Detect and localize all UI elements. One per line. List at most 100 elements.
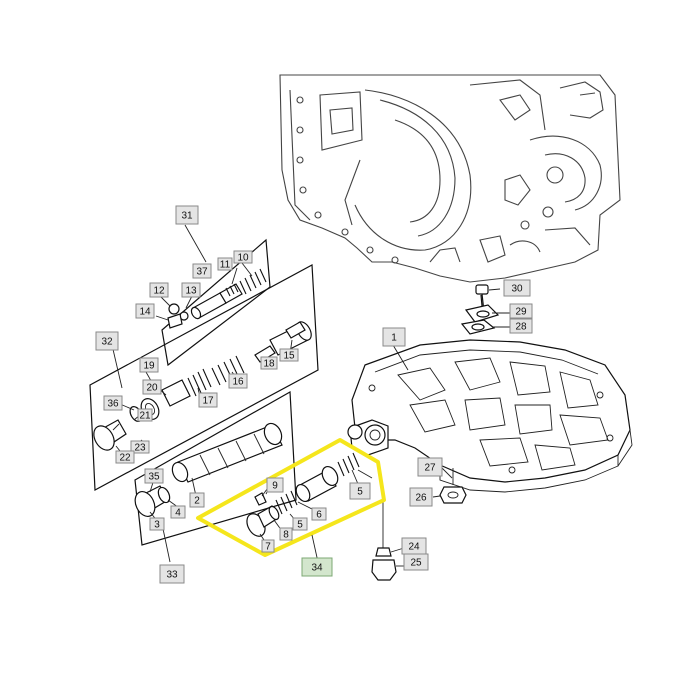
- callout-14: 14: [135, 303, 155, 319]
- callout-box: [130, 440, 150, 454]
- callout-box: [279, 527, 293, 541]
- callout-box: [403, 553, 429, 571]
- callout-9: 9: [266, 477, 284, 493]
- callout-box: [144, 468, 164, 484]
- callout-box: [261, 539, 275, 553]
- callout-box: [135, 303, 155, 319]
- callout-26: 26: [409, 487, 433, 507]
- callout-box: [103, 395, 123, 411]
- callout-10: 10: [233, 250, 253, 264]
- callout-box: [409, 487, 433, 507]
- callout-number: 36: [107, 399, 119, 410]
- callout-5b: 5: [292, 517, 308, 531]
- callout-15: 15: [279, 348, 299, 362]
- callout-number: 26: [415, 493, 427, 504]
- transmission-housing: [279, 74, 621, 283]
- callout-29: 29: [509, 303, 533, 319]
- callout-number: 14: [139, 307, 151, 318]
- callout-box: [260, 356, 278, 370]
- callout-number: 31: [181, 211, 193, 222]
- callout-34: 34: [301, 557, 333, 577]
- callout-27: 27: [417, 457, 443, 477]
- callout-number: 33: [166, 570, 178, 581]
- callout-number: 23: [134, 443, 146, 454]
- callout-number: 7: [265, 542, 271, 553]
- callout-number: 21: [139, 411, 151, 422]
- callout-number: 20: [146, 383, 158, 394]
- nut-assembly: [432, 466, 467, 504]
- spring-16: [211, 355, 245, 386]
- callout-box: [301, 557, 333, 577]
- callout-box: [170, 505, 186, 519]
- callout-number: 9: [272, 481, 278, 492]
- callout-number: 22: [119, 453, 131, 464]
- callout-2: 2: [189, 492, 205, 508]
- plug-assembly: [371, 500, 405, 581]
- callout-21: 21: [137, 408, 153, 422]
- callout-box: [181, 282, 201, 298]
- callout-18: 18: [260, 356, 278, 370]
- callout-13: 13: [181, 282, 201, 298]
- callout-number: 17: [202, 396, 214, 407]
- callout-32: 32: [95, 331, 119, 351]
- callout-20: 20: [142, 379, 162, 395]
- callout-number: 13: [185, 286, 197, 297]
- callout-19: 19: [139, 357, 159, 373]
- callout-number: 12: [153, 286, 165, 297]
- spring-6: [275, 490, 298, 515]
- callout-box: [139, 357, 159, 373]
- callout-4: 4: [170, 505, 186, 519]
- plug-3-4: [134, 485, 171, 517]
- callout-box: [175, 205, 199, 225]
- callout-box: [279, 348, 299, 362]
- bolt-assembly-top: [460, 284, 510, 335]
- callout-17: 17: [198, 392, 218, 408]
- callout-36: 36: [103, 395, 123, 411]
- callout-number: 34: [311, 563, 323, 574]
- callout-number: 2: [194, 496, 200, 507]
- callout-box: [192, 263, 212, 279]
- small-spring-11: [225, 283, 239, 297]
- callout-5a: 5: [349, 482, 371, 500]
- spring-5: [337, 452, 360, 477]
- callout-box: [417, 457, 443, 477]
- callout-box: [142, 379, 162, 395]
- callout-37: 37: [192, 263, 212, 279]
- callout-number: 8: [283, 530, 289, 541]
- callout-number: 6: [316, 510, 322, 521]
- callout-12: 12: [149, 282, 169, 298]
- callout-7: 7: [261, 539, 275, 553]
- callout-number: 25: [410, 558, 422, 569]
- callout-number: 16: [232, 377, 244, 388]
- spool-18-15: [254, 321, 312, 363]
- callout-box: [228, 373, 248, 389]
- spool-2: [171, 422, 283, 483]
- callout-number: 1: [391, 333, 397, 344]
- callout-number: 37: [196, 267, 208, 278]
- callout-number: 30: [511, 284, 523, 295]
- callout-28: 28: [509, 318, 533, 334]
- callout-11: 11: [217, 257, 233, 271]
- spool-5: [295, 465, 339, 503]
- callout-box: [503, 279, 531, 297]
- callout-25: 25: [403, 553, 429, 571]
- callout-box: [382, 327, 406, 347]
- callout-box: [149, 282, 169, 298]
- callout-number: 10: [237, 253, 249, 264]
- callout-box: [292, 517, 308, 531]
- kit-panel-31: [161, 224, 271, 367]
- callout-number: 5: [357, 487, 363, 498]
- callout-number: 19: [143, 361, 155, 372]
- callout-box: [95, 331, 119, 351]
- callout-35: 35: [144, 468, 164, 484]
- callout-16: 16: [228, 373, 248, 389]
- callout-number: 15: [283, 351, 295, 362]
- callout-number: 28: [515, 322, 527, 333]
- callout-box: [509, 318, 533, 334]
- callout-number: 24: [408, 542, 420, 553]
- callout-box: [217, 257, 233, 271]
- callout-3: 3: [149, 517, 165, 531]
- callout-1: 1: [382, 327, 406, 347]
- spring-10: [239, 268, 267, 295]
